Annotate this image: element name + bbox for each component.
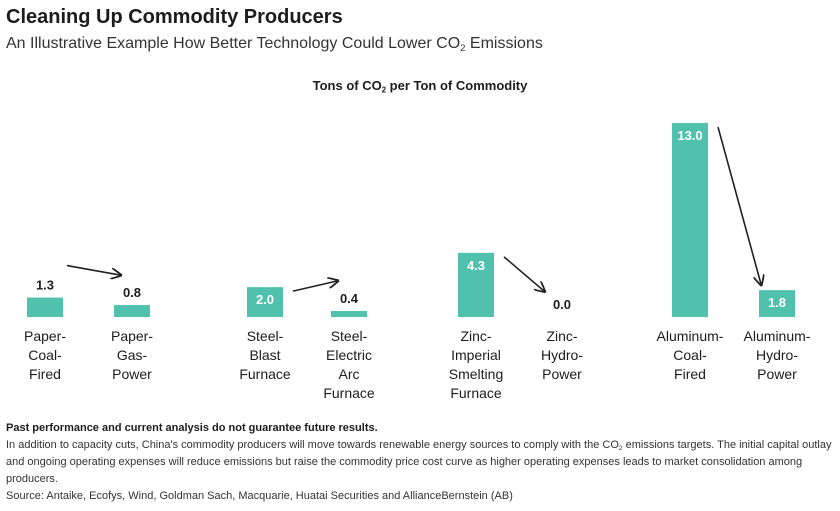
bar-4 (458, 252, 494, 317)
data-label-2: 2.0 (256, 292, 274, 307)
page-title: Cleaning Up Commodity Producers (6, 6, 343, 28)
data-label-6: 13.0 (677, 128, 702, 143)
category-label-0: Paper-Coal-Fired (24, 328, 66, 382)
category-label-6: Aluminum-Coal-Fired (657, 328, 724, 382)
data-label-1: 0.8 (123, 285, 141, 300)
arrow-1 (292, 281, 337, 292)
data-label-5: 0.0 (553, 297, 571, 312)
disclaimer-text: Past performance and current analysis do… (6, 422, 378, 434)
bar-3 (331, 311, 367, 317)
data-label-7: 1.8 (768, 295, 786, 310)
category-label-5: Zinc-Hydro-Power (541, 328, 583, 382)
data-label-4: 4.3 (467, 258, 485, 273)
source-text: Source: Antaike, Ecofys, Wind, Goldman S… (6, 490, 513, 502)
bar-0 (27, 297, 63, 317)
bar-7 (759, 290, 795, 317)
bar-2 (247, 287, 283, 317)
bar-6 (672, 123, 708, 317)
category-label-7: Aluminum-Hydro-Power (744, 328, 811, 382)
bar-1 (114, 305, 150, 317)
page-subtitle: An Illustrative Example How Better Techn… (6, 35, 543, 54)
arrow-3 (717, 126, 761, 284)
data-label-0: 1.3 (36, 278, 54, 293)
chart-title: Tons of CO2 per Ton of Commodity (312, 78, 528, 95)
category-label-1: Paper-Gas-Power (111, 328, 153, 382)
chart-footer: Past performance and current analysis do… (6, 420, 834, 505)
arrow-0 (66, 264, 120, 275)
arrow-2 (503, 256, 544, 291)
footnote-text: In addition to capacity cuts, China's co… (6, 439, 832, 485)
data-label-3: 0.4 (340, 291, 359, 306)
